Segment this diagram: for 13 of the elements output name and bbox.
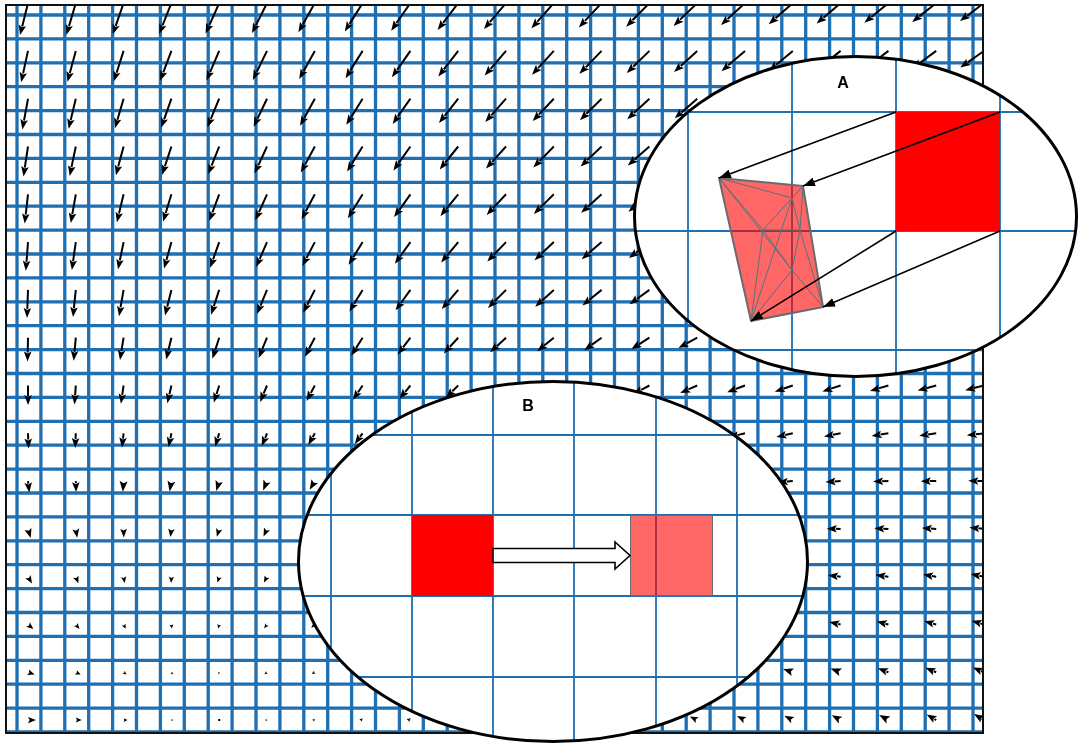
arrow (750, 230, 897, 322)
panel-letter: A (837, 73, 849, 91)
block-arrow (492, 540, 632, 571)
zoom-ellipse (297, 380, 809, 743)
deformed-quad (718, 176, 824, 322)
shifted-square (630, 515, 713, 596)
arrow (718, 111, 897, 179)
source-square (412, 515, 493, 596)
arrow (802, 111, 1001, 187)
panel-letter: B (522, 396, 534, 414)
source-square (896, 112, 1000, 231)
zoom-ellipse (633, 55, 1078, 378)
arrow (822, 230, 1001, 308)
